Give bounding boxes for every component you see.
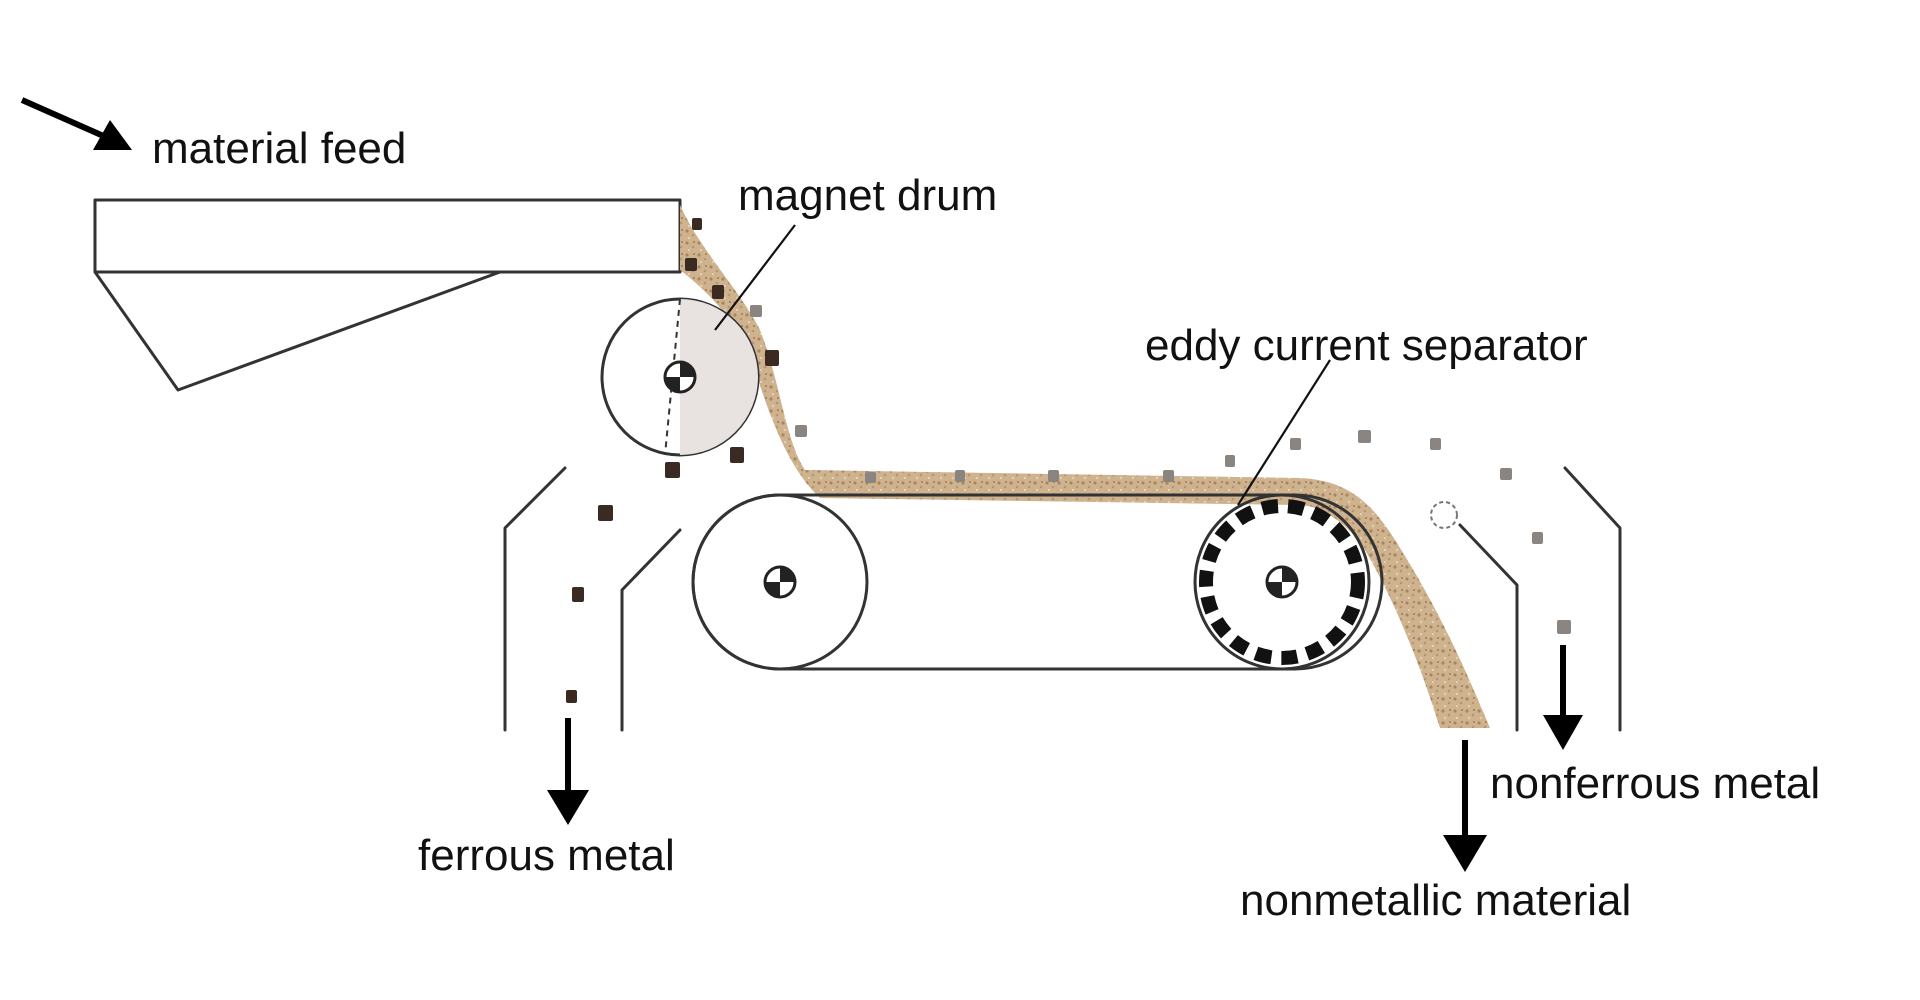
material-feed-arrow [20,97,132,150]
tail-pulley [691,493,869,671]
nonferrous-metal-label: nonferrous metal [1490,759,1820,808]
magnet-sector [680,299,758,455]
material-stream [680,205,1490,728]
ferrous-chute [503,466,682,732]
eddy-current-separator-label: eddy current separator [1145,321,1588,370]
material-feed-label: material feed [152,124,406,173]
magnet-drum [600,297,760,457]
particle-trajectory-marker [1430,501,1458,529]
nonferrous-chute [1458,466,1622,732]
feeder-hopper [93,198,682,392]
ferrous-metal-label: ferrous metal [418,831,675,880]
eddy-current-rotor [1193,493,1371,671]
nonferrous-particles [750,305,1571,634]
magnet-drum-leader [714,224,796,331]
eddy-current-leader [1237,359,1331,506]
nonmetallic-material-arrow [1443,740,1487,872]
nonferrous-metal-arrow [1543,645,1583,750]
ferrous-metal-arrow [547,718,589,825]
ferrous-particles [566,218,779,703]
magnet-drum-label: magnet drum [738,171,997,220]
nonmetallic-material-label: nonmetallic material [1240,876,1631,925]
